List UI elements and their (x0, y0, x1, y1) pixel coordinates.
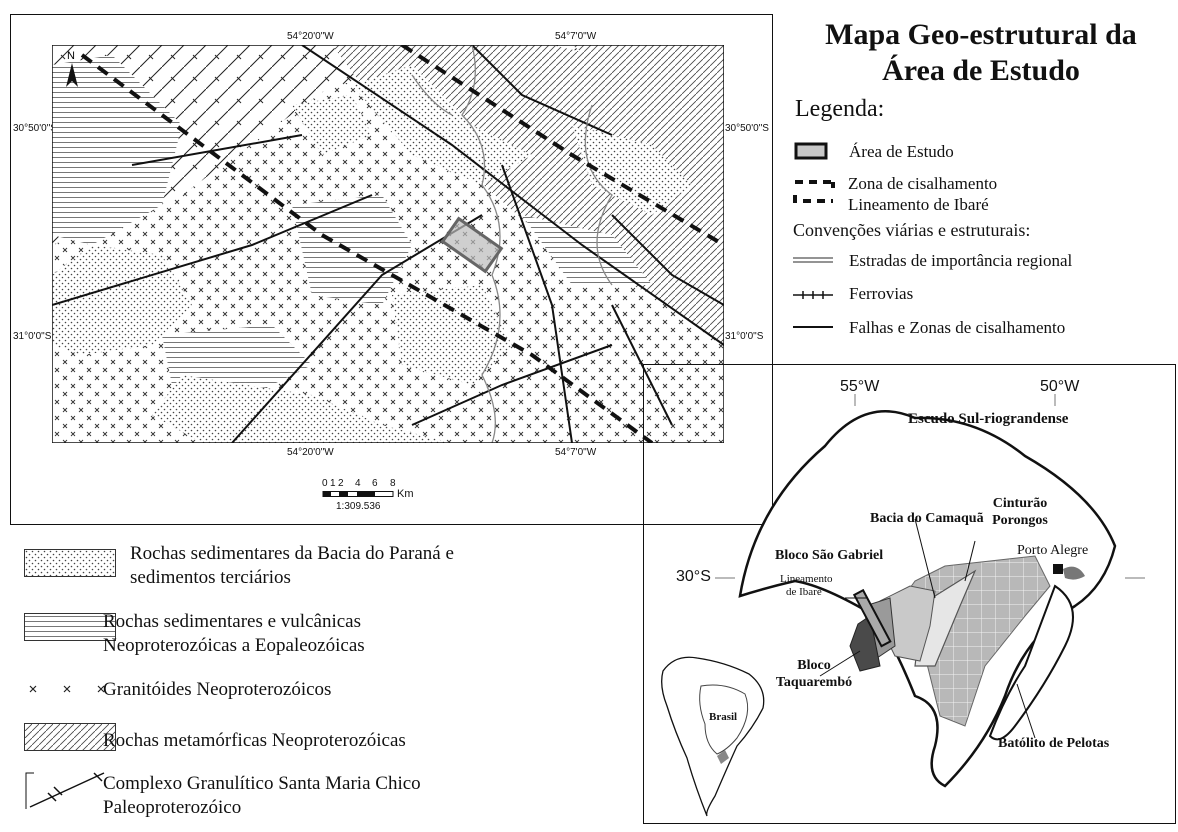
scale-tick-6: 6 (372, 478, 378, 489)
legend-faults: Falhas e Zonas de cisalhamento (849, 318, 1066, 337)
inset-lon-50: 50°W (1040, 378, 1080, 395)
map-lon-bottom-left: 54°20'0"W (287, 447, 334, 458)
legend-roads: Estradas de importância regional (849, 251, 1073, 270)
map-lon-top-right: 54°7'0"W (555, 31, 597, 42)
scale-tick-4: 4 (355, 478, 361, 489)
lithology-metamorphic: Rochas metamórficas Neoproterozóicas (103, 730, 406, 751)
north-arrow-icon (66, 63, 78, 87)
lithology-sedimentary-line1: Rochas sedimentares e vulcânicas (103, 611, 361, 632)
scale-tick-8: 8 (390, 478, 396, 489)
fault-symbol-icon (793, 326, 833, 328)
lithology-parana-line1: Rochas sedimentares da Bacia do Paraná e (130, 543, 454, 564)
inset-label-shield: Escudo Sul-riograndense (908, 411, 1069, 427)
inset-lon-55: 55°W (840, 378, 880, 395)
inset-label-taquarembo-2: Taquarembó (775, 675, 853, 690)
map-title-line2: Área de Estudo (882, 54, 1080, 87)
map-lat-top-right: 30°50'0"S (725, 123, 769, 134)
lithology-granitoids: Granitóides Neoproterozóicos (103, 679, 332, 700)
inset-label-sao-gabriel: Bloco São Gabriel (775, 548, 884, 563)
inset-label-brasil: Brasil (709, 711, 738, 723)
inset-lat-30: 30°S (676, 568, 711, 585)
map-lat-bottom-left: 31°0'0"S (13, 331, 52, 342)
railway-symbol-icon (793, 291, 833, 299)
lithology-box-parana (24, 549, 116, 577)
map-lon-bottom-right: 54°7'0"W (555, 447, 597, 458)
map-title-line1: Mapa Geo-estrutural da (825, 18, 1137, 51)
legend-heading: Legenda: (795, 96, 885, 122)
legend-conventions-heading: Convenções viárias e estruturais: (793, 220, 1031, 240)
inset-label-pelotas: Batólito de Pelotas (998, 736, 1110, 751)
inset-label-porto-alegre: Porto Alegre (1017, 543, 1089, 558)
study-area-symbol-icon (794, 142, 828, 160)
map-lat-bottom-right: 31°0'0"S (725, 331, 764, 342)
inset-label-porongos-1: Cinturão (992, 496, 1048, 511)
inset-map (661, 394, 1145, 817)
inset-map-frame (643, 364, 1176, 824)
lithology-sedimentary-line2: Neoproterozóicas a Eopaleozóicas (103, 635, 365, 656)
inset-label-porongos-2: Porongos (992, 513, 1048, 528)
porto-alegre-marker-icon (1053, 564, 1063, 574)
lithology-box-granulitic (24, 771, 116, 809)
lithology-box-granitoids (24, 676, 116, 704)
inset-label-camaqua: Bacia do Camaquã (870, 511, 984, 526)
inset-label-lineamento-2: de Ibaré (786, 586, 822, 598)
north-label: N (67, 50, 75, 62)
legend-ibare-lineament: Lineamento de Ibaré (848, 195, 989, 214)
lithology-box-metamorphic (24, 723, 116, 751)
scale-unit: Km (397, 488, 414, 500)
legend-study-area: Área de Estudo (849, 142, 954, 161)
shear-zone-symbol-icon (793, 180, 835, 203)
legend-shear-zone: Zona de cisalhamento (848, 174, 998, 193)
lithology-box-sedimentary (24, 613, 116, 641)
scale-tick-0: 0 (322, 478, 328, 489)
inset-label-taquarembo-1: Bloco (797, 658, 831, 673)
lithology-granulitic-line2: Paleoproterozóico (103, 797, 242, 818)
scale-tick-1: 1 (330, 478, 336, 489)
lithology-parana-line2: sedimentos terciários (130, 567, 291, 588)
scale-tick-2: 2 (338, 478, 344, 489)
map-lat-top-left: 30°50'0"S (13, 123, 57, 134)
map-lon-top-left: 54°20'0"W (287, 31, 334, 42)
lithology-granulitic-line1: Complexo Granulítico Santa Maria Chico (103, 773, 421, 794)
road-symbol-icon (793, 257, 833, 263)
geologic-map: N (52, 45, 724, 443)
legend-railways: Ferrovias (849, 284, 914, 303)
inset-label-lineamento-1: Lineamento (780, 573, 833, 585)
main-map-frame (10, 14, 773, 525)
scale-bar: 0 1 2 4 6 8 Km 1:309.536 (322, 478, 437, 518)
scale-ratio: 1:309.536 (336, 501, 381, 512)
